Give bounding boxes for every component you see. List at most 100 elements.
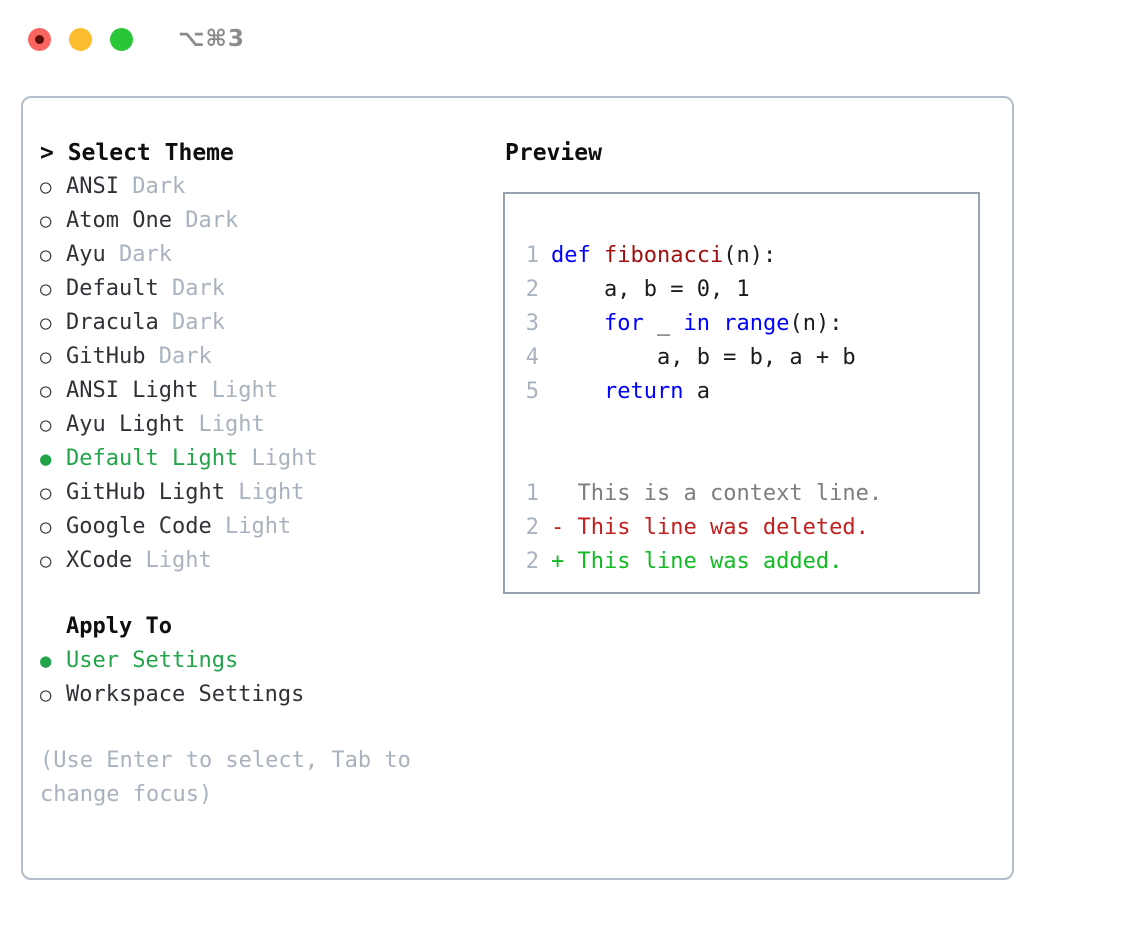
theme-list-item[interactable]: ○Google Code Light (40, 510, 493, 544)
label-gap (212, 510, 225, 544)
theme-name-label: Atom One (66, 208, 172, 233)
theme-name-label: Ayu Light (66, 412, 186, 437)
radio-unselected-icon: ○ (40, 210, 52, 232)
line-number: 4 (525, 345, 539, 370)
apply-to-heading: Apply To (66, 614, 172, 639)
theme-list-item[interactable]: ○Default Dark (40, 272, 493, 306)
apply-to-list[interactable]: ●User Settings ○ Workspace Settings (40, 644, 493, 712)
code-token: (n): (723, 243, 777, 268)
code-diff-gap (505, 409, 978, 443)
apply-to-item[interactable]: ●User Settings (40, 644, 493, 678)
radio-unselected-icon: ○ (40, 380, 52, 402)
theme-variant-tag: Light (238, 480, 305, 505)
preview-heading: Preview (505, 140, 602, 166)
code-token: range (723, 311, 790, 336)
theme-variant-tag: Light (145, 548, 212, 573)
maximize-button-icon[interactable] (110, 27, 133, 51)
code-token (591, 243, 604, 268)
radio-unselected-icon: ○ (40, 346, 52, 368)
theme-variant-tag: Light (198, 412, 265, 437)
radio-selected-icon: ● (40, 448, 52, 470)
code-token: (n): (789, 311, 843, 336)
minimize-button-icon[interactable] (69, 27, 92, 51)
line-number: 3 (525, 311, 539, 336)
code-line: 2 a, b = 0, 1 (505, 273, 978, 307)
code-token: in (683, 311, 710, 336)
label-gap (238, 442, 251, 476)
code-diff-gap-2 (505, 443, 978, 477)
label-gap (159, 306, 172, 340)
theme-name-label: Ayu (66, 242, 106, 267)
label-gap (198, 374, 211, 408)
theme-list-item[interactable]: ○ ANSI Light Light (40, 374, 493, 408)
close-button-icon[interactable] (28, 27, 51, 51)
radio-unselected-icon: ○ (40, 278, 52, 300)
diff-line: 1 This is a context line. (505, 477, 978, 511)
label-gap (159, 272, 172, 306)
code-token: fibonacci (604, 243, 724, 268)
diff-text: This line was added. (577, 549, 843, 574)
label-gap (145, 340, 158, 374)
line-number: 2 (525, 549, 539, 574)
theme-list-item[interactable]: ●Default Light Light (40, 442, 493, 476)
label-gap (225, 476, 238, 510)
theme-variant-tag: Light (211, 378, 278, 403)
diff-marker: + (551, 549, 578, 574)
theme-list-item[interactable]: ○ Atom One Dark (40, 204, 493, 238)
code-token (551, 379, 604, 404)
code-token: return (603, 379, 684, 404)
theme-picker-column: > Select Theme ○ANSI Dark○Atom One Dark○… (23, 136, 493, 878)
code-token: a, b = b, a + b (551, 345, 856, 370)
theme-list-item[interactable]: ○GitHub Dark (40, 340, 493, 374)
theme-name-label: ANSI Light (66, 378, 199, 403)
code-line: 4 a, b = b, a + b (505, 341, 978, 375)
apply-to-item[interactable]: ○ Workspace Settings (40, 678, 493, 712)
theme-variant-tag: Dark (158, 344, 212, 369)
code-token: _ (643, 311, 684, 336)
line-number: 2 (525, 515, 539, 540)
theme-list-item[interactable]: ○ANSI Dark (40, 170, 493, 204)
theme-variant-tag: Dark (132, 174, 186, 199)
theme-list-item[interactable]: ○Dracula Dark (40, 306, 493, 340)
theme-name-label: Dracula (66, 310, 159, 335)
radio-unselected-icon: ○ (40, 244, 52, 266)
theme-variant-tag: Dark (185, 208, 239, 233)
code-text: a, b = b, a + b (551, 341, 856, 375)
apply-to-label: Workspace Settings (66, 682, 305, 707)
radio-selected-icon: ● (40, 650, 52, 672)
recording-dot-icon (35, 34, 44, 44)
theme-variant-tag: Dark (171, 310, 225, 335)
line-number: 2 (525, 277, 539, 302)
theme-list-item[interactable]: ○Ayu Light Light (40, 408, 493, 442)
code-token: a, b = 0, 1 (551, 277, 750, 302)
code-token: def (551, 243, 591, 268)
line-number: 5 (525, 379, 539, 404)
radio-unselected-icon: ○ (40, 684, 52, 706)
theme-list-item[interactable]: ○GitHub Light Light (40, 476, 493, 510)
theme-variant-tag: Dark (119, 242, 172, 267)
code-text: return a (551, 375, 710, 409)
theme-list-item[interactable]: ○XCode Light (40, 544, 493, 578)
theme-list-item[interactable]: ○ Ayu Dark (40, 238, 493, 272)
label-gap (185, 408, 198, 442)
label-gap (172, 204, 185, 238)
code-text: for _ in range(n): (551, 307, 842, 341)
radio-unselected-icon: ○ (40, 482, 52, 504)
diff-marker: - (551, 515, 578, 540)
label-gap (106, 238, 119, 272)
radio-unselected-icon: ○ (40, 516, 52, 538)
diff-text: This line was deleted. (577, 515, 869, 540)
code-line: 5 return a (505, 375, 978, 409)
code-token: a (683, 379, 710, 404)
diff-line: 2- This line was deleted. (505, 511, 978, 545)
theme-list[interactable]: ○ANSI Dark○Atom One Dark○Ayu Dark○Defaul… (40, 170, 493, 578)
theme-name-label: ANSI (66, 174, 119, 199)
diff-marker (551, 477, 578, 511)
window-titlebar: ⌥⌘3 (0, 0, 1140, 78)
theme-variant-tag: Light (251, 446, 318, 471)
